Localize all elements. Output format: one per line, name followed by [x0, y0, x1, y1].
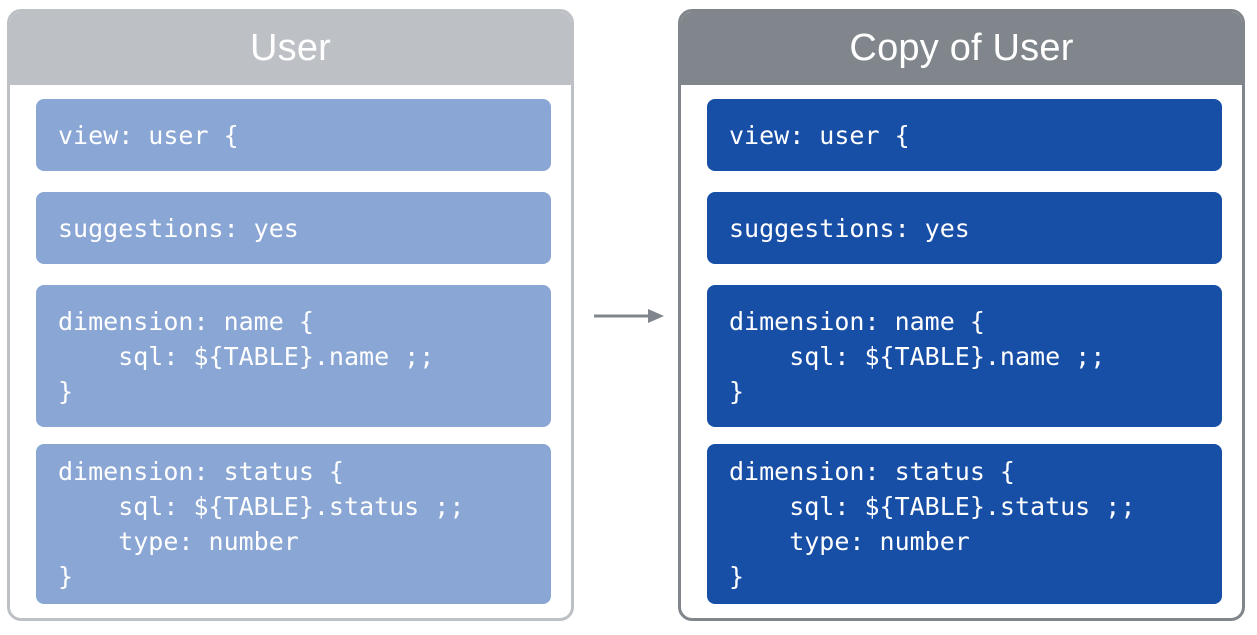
panel-title: User — [10, 12, 571, 85]
code-block-dimension-status: dimension: status { sql: ${TABLE}.status… — [707, 444, 1222, 604]
code-block-suggestions: suggestions: yes — [36, 192, 551, 264]
original-view-panel: User view: user { suggestions: yes dimen… — [7, 9, 574, 621]
code-block-view: view: user { — [36, 99, 551, 171]
code-block-suggestions: suggestions: yes — [707, 192, 1222, 264]
arrow-right-icon — [594, 309, 664, 323]
panel-title: Copy of User — [681, 12, 1242, 85]
code-block-dimension-status: dimension: status { sql: ${TABLE}.status… — [36, 444, 551, 604]
code-block-view: view: user { — [707, 99, 1222, 171]
code-block-dimension-name: dimension: name { sql: ${TABLE}.name ;; … — [707, 285, 1222, 427]
code-block-dimension-name: dimension: name { sql: ${TABLE}.name ;; … — [36, 285, 551, 427]
copy-view-panel: Copy of User view: user { suggestions: y… — [678, 9, 1245, 621]
